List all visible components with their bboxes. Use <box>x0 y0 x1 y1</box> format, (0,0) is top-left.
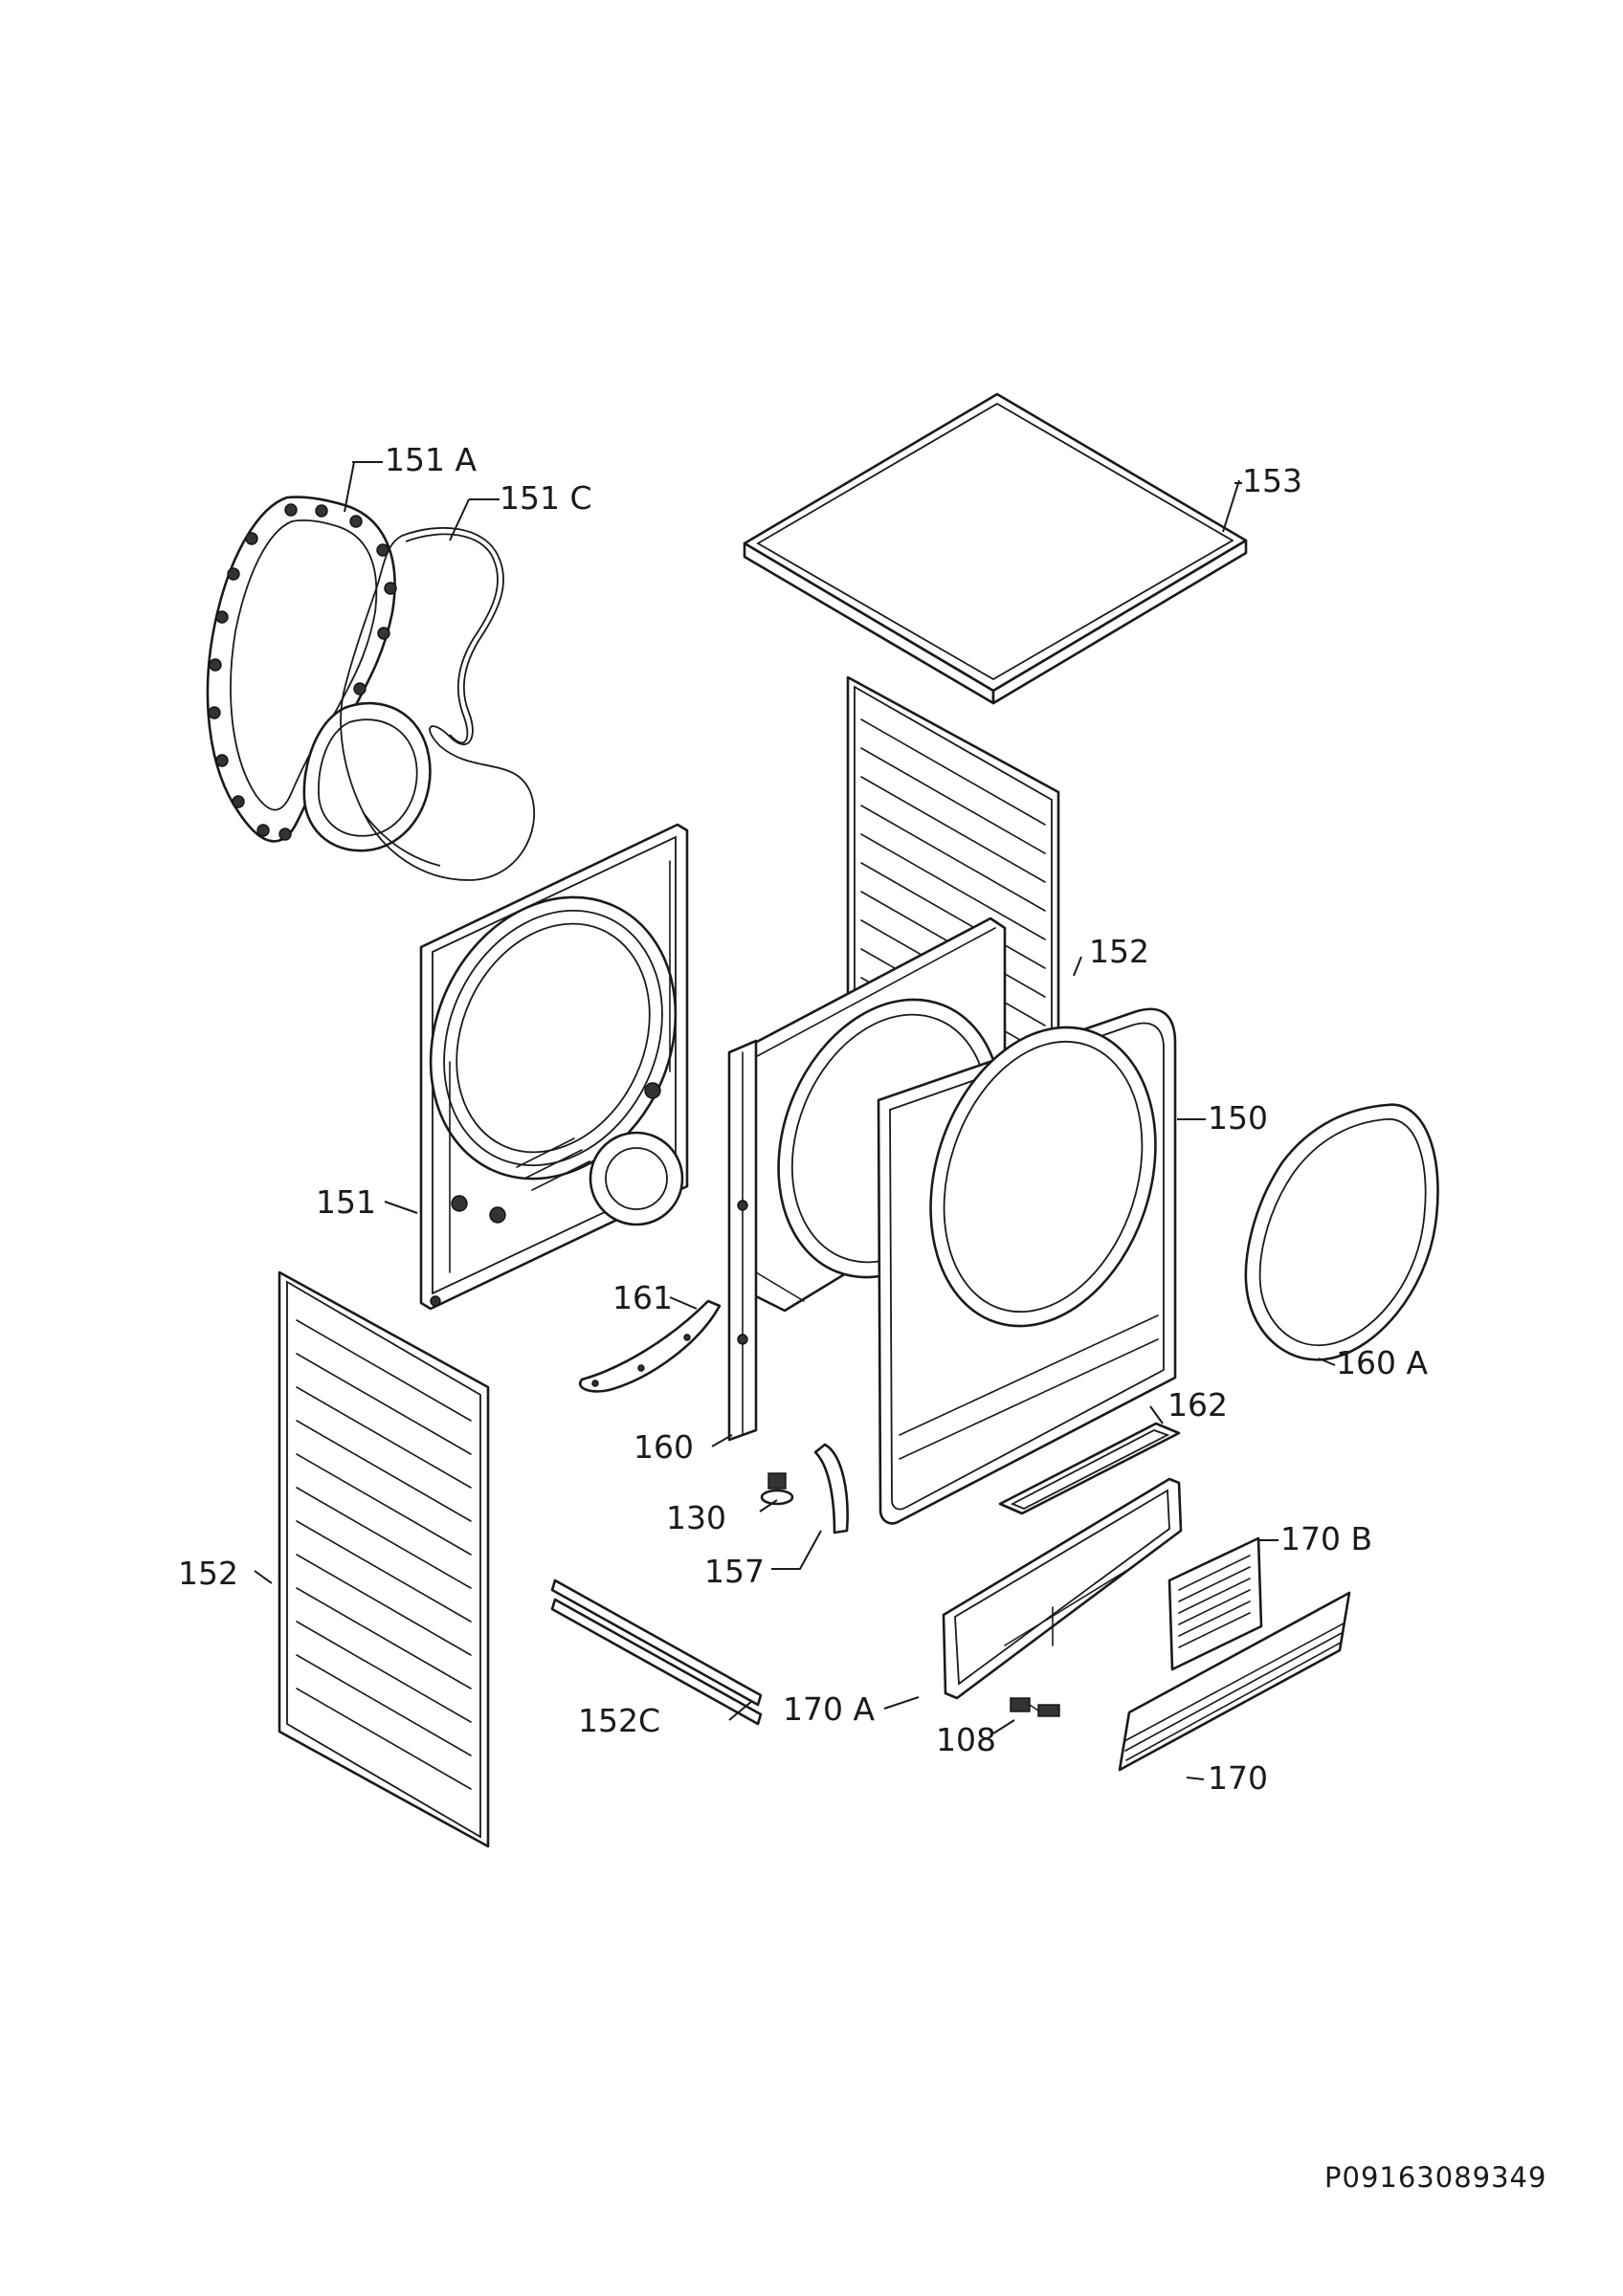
label-170a: 170 A <box>783 1690 875 1728</box>
label-153: 153 <box>1242 462 1302 499</box>
part-150-front-panel <box>877 1007 1177 1525</box>
part-157-strip <box>813 1443 849 1534</box>
label-160a: 160 A <box>1336 1344 1428 1381</box>
label-170: 170 <box>1208 1759 1268 1797</box>
label-152c: 152C <box>578 1702 660 1739</box>
label-152-right: 152 <box>1089 933 1149 970</box>
callout-labels: 153 151 A 151 C 152 150 151 161 160 160 … <box>178 441 1428 1797</box>
part-151c-gasket <box>340 526 536 881</box>
leader-lines <box>254 461 1336 1780</box>
part-153-top-lid <box>743 392 1248 705</box>
drawing-code: P09163089349 <box>1324 2161 1546 2194</box>
part-130-foot <box>760 1472 794 1506</box>
label-150: 150 <box>1208 1099 1268 1137</box>
label-161: 161 <box>612 1279 673 1316</box>
part-170b-grille <box>1167 1536 1263 1671</box>
part-152c-strips <box>550 1578 763 1726</box>
label-162: 162 <box>1167 1386 1228 1424</box>
label-152-left: 152 <box>178 1555 238 1592</box>
label-170b: 170 B <box>1280 1520 1372 1557</box>
part-151-rear-frame <box>419 823 689 1311</box>
label-160: 160 <box>634 1428 694 1466</box>
label-151c: 151 C <box>500 479 592 517</box>
part-170-fascia <box>1118 1591 1351 1772</box>
part-160-front-strut <box>727 1039 758 1442</box>
part-108-switch <box>1010 1697 1060 1717</box>
part-162-filter-frame <box>998 1422 1181 1515</box>
part-152-left-panel <box>278 1270 490 1848</box>
label-130: 130 <box>666 1499 726 1536</box>
label-157: 157 <box>704 1553 765 1590</box>
part-161-bracket <box>578 1299 722 1393</box>
part-151a-rear-ring <box>206 496 432 852</box>
label-151a: 151 A <box>385 441 477 478</box>
label-108: 108 <box>936 1721 996 1758</box>
label-151: 151 <box>316 1183 376 1221</box>
part-160a-seal-ring <box>1244 1103 1439 1361</box>
part-170a-panel-frame <box>942 1477 1183 1700</box>
